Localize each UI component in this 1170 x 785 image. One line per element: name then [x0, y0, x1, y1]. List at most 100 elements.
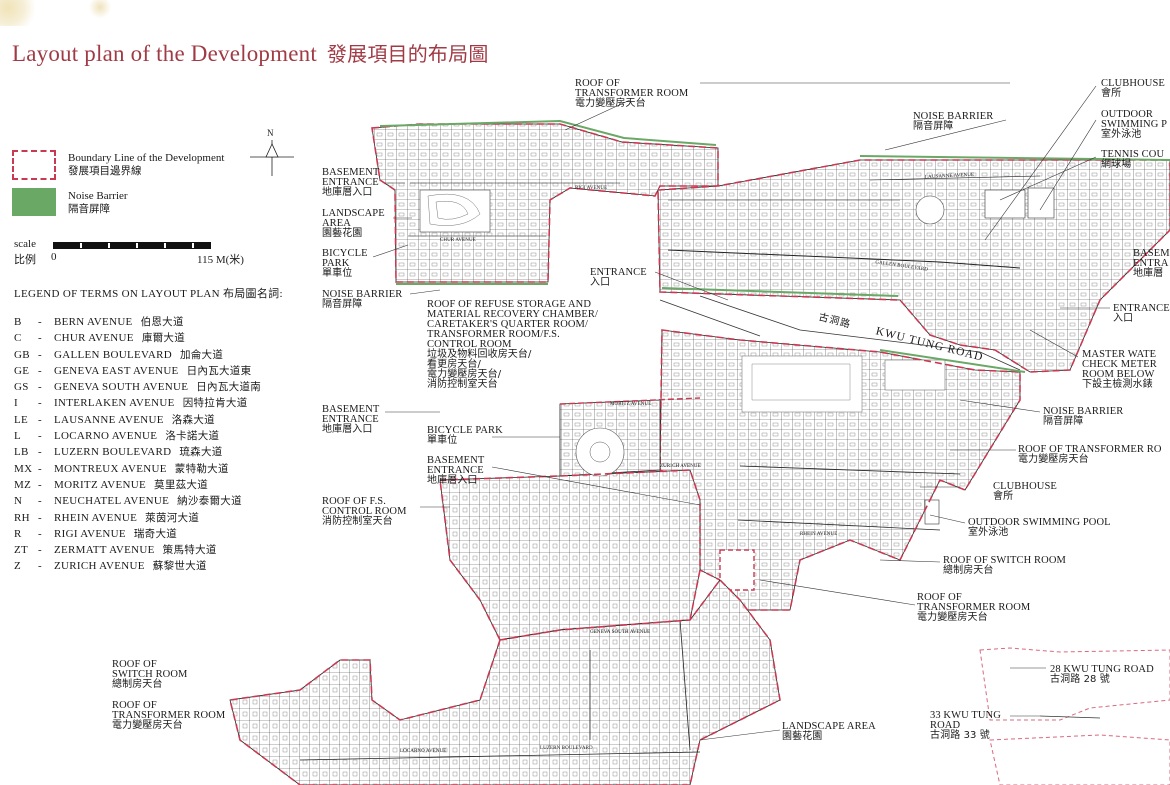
- label-zh: 室外泳池: [968, 527, 1009, 538]
- term-zh: 因特拉肯大道: [182, 397, 248, 410]
- outdoor-swimming-pool-north: [1027, 187, 1055, 219]
- term-dash: -: [38, 527, 42, 540]
- term-abbr: GB: [14, 348, 30, 361]
- compass-north-label: N: [267, 128, 274, 138]
- term-name: LAUSANNE AVENUE: [54, 413, 164, 426]
- label-basement-entrance-2: BASEMENT ENTRANCE 地庫層入口: [322, 404, 379, 435]
- label-roof-transformer-top: ROOF OF TRANSFORMER ROOM 電力變壓房天台: [575, 78, 688, 109]
- term-abbr: MZ: [14, 478, 32, 491]
- label-line: BICYCLE PARK: [427, 425, 503, 436]
- noise-legend-en: Noise Barrier: [68, 190, 128, 202]
- label-zh: 園藝花園: [322, 228, 363, 239]
- label-zh: 古洞路 33 號: [930, 730, 990, 741]
- term-zh: 萊茵河大道: [145, 511, 200, 524]
- term-zh: 蒙特勒大道: [174, 462, 229, 475]
- landscape-contours: [419, 189, 491, 233]
- term-dash: -: [38, 560, 42, 573]
- boundary-legend-swatch: [12, 150, 56, 180]
- label-zh: 電力變壓房天台: [575, 98, 646, 109]
- label-line: ROOF OF: [112, 700, 157, 711]
- term-name: GALLEN BOULEVARD: [54, 348, 172, 361]
- boundary-legend-label: Boundary Line of the Development 發展項目邊界線: [68, 152, 224, 178]
- term-dash: -: [38, 381, 42, 394]
- neighbour-lots: [979, 647, 1170, 785]
- label-line: BICYCLE: [322, 248, 368, 259]
- kwu-tung-road: [659, 295, 1021, 371]
- term-name: MORITZ AVENUE: [54, 478, 147, 491]
- label-bicycle-park-1: BICYCLE PARK 單車位: [322, 248, 368, 279]
- street-zurich: ZURICH AVENUE: [660, 464, 701, 469]
- label-line: TRANSFORMER ROOM/F.S.: [427, 329, 560, 340]
- label-zh: 網球場: [1101, 159, 1132, 170]
- label-tennis-court: TENNIS COU 網球場: [1101, 149, 1164, 170]
- term-zh: 庫爾大道: [141, 332, 186, 345]
- term-abbr: I: [14, 397, 18, 410]
- block-north-east: [657, 155, 1170, 373]
- label-basement-right: BASEM ENTRA 地庫層: [1133, 248, 1170, 279]
- label-zh: 垃圾及物料回收房天台/: [427, 349, 532, 360]
- term-dash: -: [38, 348, 42, 361]
- term-name: RIGI AVENUE: [54, 527, 126, 540]
- label-zh: 消防控制室天台: [322, 516, 393, 527]
- term-zh: 日內瓦大道東: [186, 364, 252, 377]
- term-abbr: N: [14, 495, 23, 508]
- label-zh: 隔音屏障: [322, 299, 363, 310]
- term-dash: -: [38, 478, 42, 491]
- term-name: CHUR AVENUE: [54, 332, 134, 345]
- term-name: NEUCHATEL AVENUE: [54, 495, 170, 508]
- label-noise-barrier-3: NOISE BARRIER 隔音屏障: [1043, 406, 1124, 427]
- street-chur: CHUR AVENUE: [440, 238, 476, 243]
- label-landscape-area-1: LANDSCAPE AREA 園藝花園: [322, 208, 385, 239]
- term-dash: -: [38, 511, 42, 524]
- block-south: [229, 578, 781, 785]
- label-zh: 園藝花園: [782, 731, 823, 742]
- boundary-line: [371, 123, 719, 283]
- label-clubhouse-2: CLUBHOUSE 會所: [993, 481, 1057, 502]
- label-line: MATERIAL RECOVERY CHAMBER/: [427, 309, 598, 320]
- label-line: NOISE BARRIER: [1043, 406, 1124, 417]
- noise-legend-zh: 隔音屏障: [68, 203, 110, 215]
- label-line: BASEM: [1133, 248, 1170, 259]
- block-central: [659, 329, 1026, 611]
- label-line: MASTER WATE: [1082, 349, 1157, 360]
- label-line: CLUBHOUSE: [1101, 78, 1165, 89]
- label-line: ROOF OF: [575, 78, 620, 89]
- term-dash: -: [38, 397, 42, 410]
- label-line: OUTDOOR SWIMMING POOL: [968, 517, 1111, 528]
- term-dash: -: [38, 462, 42, 475]
- term-dash: -: [38, 316, 42, 328]
- label-line: SWITCH ROOM: [112, 669, 188, 680]
- term-dash: -: [38, 364, 42, 377]
- label-line: ROOM BELOW: [1082, 369, 1155, 380]
- scale-label-en: scale: [14, 238, 36, 250]
- label-line: ENTRANCE: [1113, 303, 1170, 314]
- term-zh: 蘇黎世大道: [152, 560, 207, 573]
- boundary-legend-zh: 發展項目邊界線: [68, 165, 142, 177]
- label-line: BASEMENT: [322, 167, 380, 178]
- term-abbr: Z: [14, 560, 22, 573]
- noise-barrier-line: [379, 119, 717, 146]
- street-moritz: MORITZ AVENUE: [610, 402, 652, 407]
- term-abbr: RH: [14, 511, 30, 524]
- term-zh: 琉森大道: [179, 446, 223, 459]
- label-line: ROOF OF: [917, 592, 962, 603]
- label-entrance-2: ENTRANCE 入口: [1113, 303, 1170, 324]
- label-zh: 總制房天台: [112, 679, 163, 690]
- label-line: ROOF OF F.S.: [322, 496, 386, 507]
- term-zh: 加侖大道: [179, 348, 224, 361]
- label-line: ENTRANCE: [322, 414, 379, 425]
- block-west-central: [439, 397, 701, 641]
- label-zh: 地庫層入口: [427, 475, 478, 486]
- label-line: 28 KWU TUNG ROAD: [1050, 664, 1154, 675]
- term-abbr: C: [14, 332, 22, 345]
- term-name: GENEVA SOUTH AVENUE: [54, 381, 189, 394]
- term-name: BERN AVENUE: [54, 316, 133, 328]
- label-zh: 看更房天台/: [427, 359, 481, 370]
- label-line: ROOF OF SWITCH ROOM: [943, 555, 1066, 566]
